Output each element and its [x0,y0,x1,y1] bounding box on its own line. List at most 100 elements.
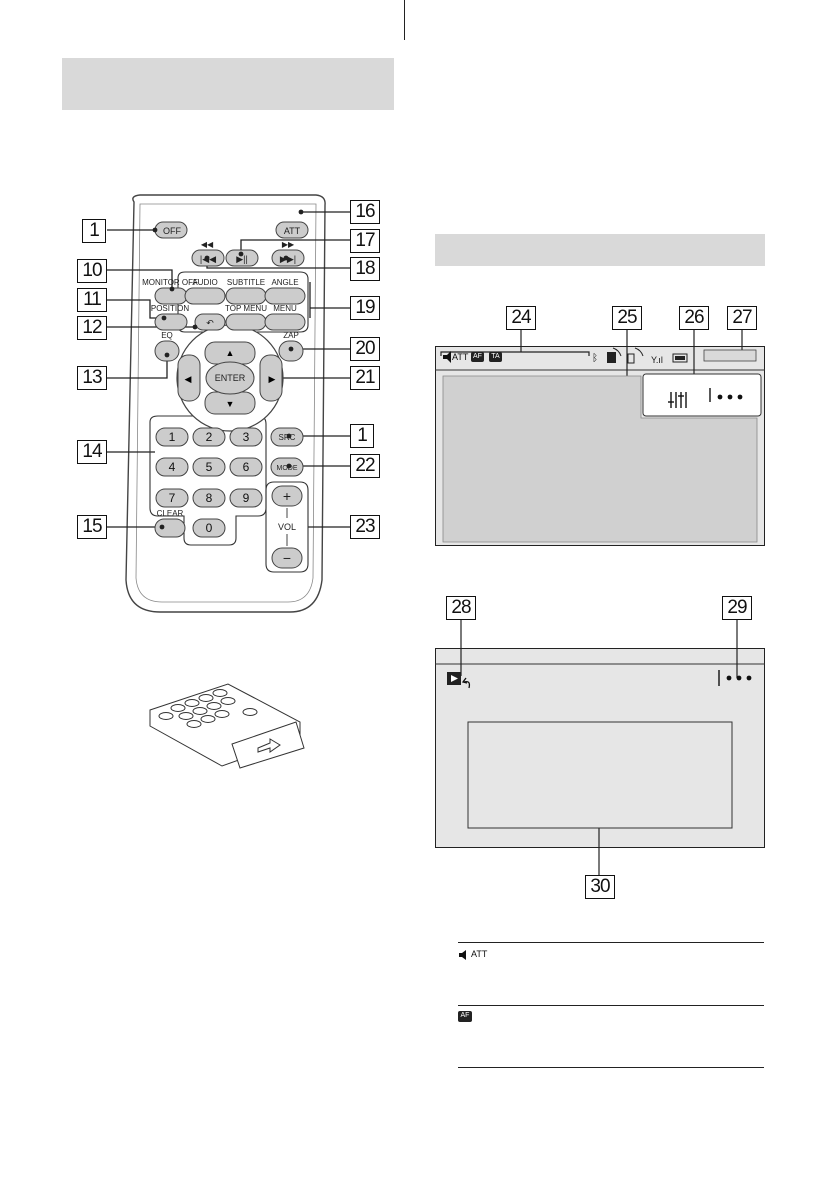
callout-30: 30 [585,875,615,899]
eq-label: EQ [161,331,173,340]
num-7-label: 7 [169,491,176,505]
position-button[interactable] [154,313,188,331]
callout-16: 16 [350,200,380,224]
num-3-button[interactable] [229,427,263,447]
top-menu-label: TOP MENU [225,304,267,313]
att-button[interactable] [275,221,309,239]
zap-label: ZAP [283,331,299,340]
callout-1b: 1 [350,424,374,448]
vol-down-button[interactable] [271,547,303,569]
svg-text:◀◀: ◀◀ [201,240,214,249]
vol-minus-label: − [283,550,291,566]
vol-label: VOL [278,522,296,532]
return-button[interactable] [194,313,226,331]
callout-24: 24 [506,306,536,330]
num-8-label: 8 [206,491,213,505]
callout-1: 1 [82,219,106,243]
status-att: ATT [452,352,469,362]
section-header-bar [62,58,394,110]
callout-19: 19 [350,296,380,320]
callout-23: 23 [350,515,380,539]
callout-11: 11 [77,288,107,312]
att-label: ATT [284,226,301,236]
legend-af-label: AF [460,1012,470,1019]
callout-18: 18 [350,257,380,281]
svg-text:◀: ◀ [185,374,192,384]
callout-27: 27 [727,306,757,330]
play-pause-button[interactable] [225,249,259,267]
num-4-button[interactable] [155,457,189,477]
legend-rule-bottom [458,1067,764,1068]
off-label: OFF [163,226,181,236]
callout-29: 29 [722,596,752,620]
display-2-overlay [435,620,765,875]
callout-28: 28 [446,596,476,620]
status-ta-badge: TA [491,353,500,360]
svg-text:▶: ▶ [269,374,276,384]
num-2-button[interactable] [192,427,226,447]
subtitle-label: SUBTITLE [227,278,265,287]
column-divider [404,0,405,40]
eq-button[interactable] [154,340,180,362]
mode-label: MODE [277,465,298,472]
num-8-button[interactable] [192,488,226,508]
num-3-label: 3 [243,430,250,444]
num-0-label: 0 [206,521,213,535]
callout-13: 13 [77,366,107,390]
clear-button[interactable] [154,518,186,538]
menu-button[interactable] [264,313,306,331]
af-badge-icon [458,1011,472,1022]
num-5-label: 5 [206,460,213,474]
legend-rule-mid [458,1005,764,1006]
num-1-label: 1 [169,430,176,444]
svg-text:▼: ▼ [226,399,235,409]
svg-text:Y.ıl: Y.ıl [651,355,663,365]
num-1-button[interactable] [155,427,189,447]
legend-rule-top [458,942,764,943]
num-2-label: 2 [206,430,213,444]
src-label: SRC [279,433,296,442]
angle-label: ANGLE [271,278,298,287]
subsection-header-bar [435,234,765,266]
callout-15: 15 [77,515,107,539]
menu-label: MENU [273,304,297,313]
callout-10: 10 [77,259,107,283]
num-6-label: 6 [243,460,250,474]
svg-text:▲: ▲ [226,348,235,358]
num-5-button[interactable] [192,457,226,477]
svg-text:↶: ↶ [206,318,214,328]
audio-button[interactable] [184,287,226,305]
subtitle-button[interactable] [225,287,267,305]
svg-text:▶▶: ▶▶ [282,240,295,249]
svg-text:ᛒ: ᛒ [592,353,598,364]
remote-control-illustration: ▲ ▼ ◀ ▶ ENTER [107,194,350,769]
callout-25: 25 [612,306,642,330]
vol-plus-label: + [283,488,291,504]
svg-text:|◀◀: |◀◀ [200,254,216,264]
angle-button[interactable] [264,287,306,305]
num-9-button[interactable] [229,488,263,508]
num-4-label: 4 [169,460,176,474]
callout-17: 17 [350,229,380,253]
num-9-label: 9 [243,491,250,505]
callout-26: 26 [679,306,709,330]
audio-label: AUDIO [192,278,217,287]
svg-text:▶||: ▶|| [236,254,248,264]
num-7-button[interactable] [155,488,189,508]
position-label: POSITION [151,304,189,313]
callout-21: 21 [350,366,380,390]
clear-label: CLEAR [157,509,184,518]
speaker-icon [459,950,466,960]
monitor-off-label: MONITOR OFF [142,278,198,287]
num-6-button[interactable] [229,457,263,477]
display-1-overlay: ᛒ Y.ıl [435,330,765,543]
svg-text:▶▶|: ▶▶| [280,254,296,264]
dpad[interactable]: ▲ ▼ ◀ ▶ [176,324,284,432]
top-menu-button[interactable] [225,313,267,331]
enter-label: ENTER [215,373,246,383]
num-0-button[interactable] [192,518,226,538]
vol-up-button[interactable] [271,485,303,507]
battery-insert-illustration [149,683,305,769]
legend-att-label: ATT [471,949,488,959]
callout-12: 12 [77,316,107,340]
